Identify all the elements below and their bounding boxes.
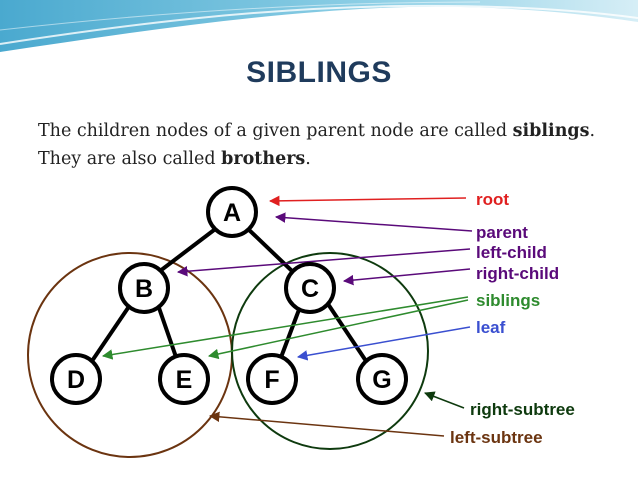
arrow-right-subtree — [424, 391, 465, 409]
arrow-root — [268, 195, 467, 207]
arrow-right-child — [342, 268, 471, 286]
arrow-siblings-de — [101, 296, 469, 360]
edge-a-b — [158, 225, 220, 273]
label-right-child: right-child — [476, 264, 559, 283]
header-wave — [0, 0, 638, 52]
node-c: C — [284, 262, 336, 314]
arrow-leaf — [296, 326, 471, 361]
slide-title: SIBLINGS — [246, 56, 392, 89]
edge-b-e — [156, 304, 178, 358]
description-part3: . — [305, 149, 311, 169]
label-parent: parent — [476, 223, 528, 242]
node-d: D — [50, 353, 102, 405]
label-right-subtree: right-subtree — [470, 400, 575, 419]
node-a: A — [206, 186, 258, 238]
arrow-left-child — [176, 248, 471, 277]
node-e-label: E — [176, 366, 193, 394]
node-b-label: B — [135, 275, 153, 303]
edge-c-f — [278, 306, 302, 361]
arrow-left-subtree — [208, 411, 445, 437]
node-f: F — [246, 353, 298, 405]
arrow-siblings-fg — [207, 299, 469, 360]
arrow-parent — [274, 212, 473, 232]
node-g-label: G — [372, 366, 391, 394]
description-part1: The children nodes of a given parent nod… — [38, 121, 513, 141]
node-d-label: D — [67, 366, 85, 394]
node-c-label: C — [301, 275, 319, 303]
term-siblings: siblings — [512, 121, 590, 141]
term-brothers: brothers — [221, 149, 306, 169]
label-left-subtree: left-subtree — [450, 428, 543, 447]
label-siblings: siblings — [476, 291, 540, 310]
edge-c-g — [326, 302, 368, 363]
label-left-child: left-child — [476, 243, 547, 262]
edge-b-d — [90, 303, 132, 363]
description-text: The children nodes of a given parent nod… — [38, 117, 618, 173]
tree-edges — [90, 225, 368, 363]
node-a-label: A — [223, 199, 241, 227]
description-part2: . They are also called — [38, 121, 596, 169]
node-b: B — [118, 262, 170, 314]
node-g: G — [356, 353, 408, 405]
label-leaf: leaf — [476, 318, 506, 337]
node-e: E — [158, 353, 210, 405]
label-root: root — [476, 190, 509, 209]
node-f-label: F — [264, 366, 279, 394]
